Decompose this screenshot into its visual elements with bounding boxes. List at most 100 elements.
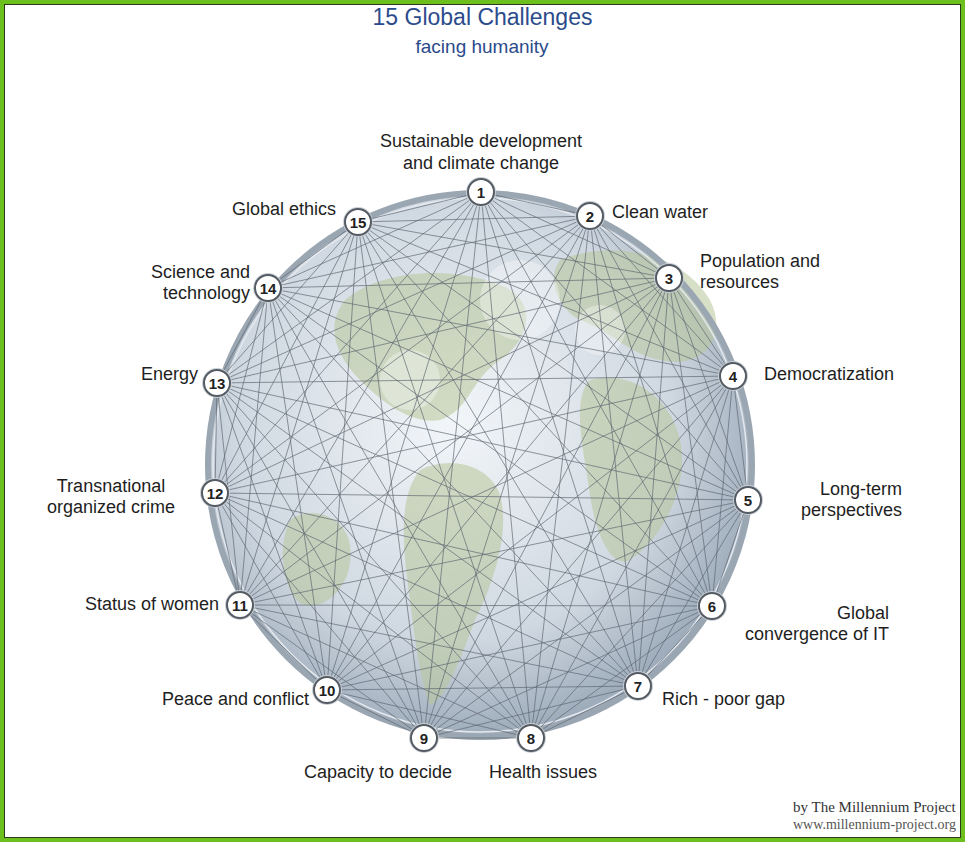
callout-number: 11 [232,598,248,613]
challenge-node: 1Sustainable development and climate cha… [467,178,495,206]
frame-inner-line [5,5,961,838]
connector-line [278,298,629,675]
connector-line [367,232,702,595]
connector-line [360,236,422,724]
connector-line [677,290,726,365]
connector-line [535,291,665,724]
challenge-node: 5Long-term perspectives [734,486,762,514]
connector-line [279,230,346,279]
challenge-node: 8Health issues [517,724,545,752]
connector-line [273,301,420,725]
callout-number: 1 [477,185,485,200]
connector-line [735,390,747,486]
connector-line [251,286,658,596]
connector-line [542,614,700,730]
challenge-label: Clean water [612,202,708,224]
connector-line [229,496,699,603]
connector-line [645,512,741,674]
connector-line [372,216,576,221]
callout-number: 7 [634,679,642,694]
challenge-node: 6Global convergence of IT [698,592,726,620]
callout-number: 8 [527,731,535,746]
connector-line [224,202,471,482]
connector-line [282,219,577,285]
globe-disc [208,193,752,737]
callout-number: 6 [708,599,716,614]
challenge-node: 11Status of women [226,591,254,619]
connector-line [230,222,577,378]
callout-number: 5 [744,493,752,508]
connector-line [241,302,267,591]
challenge-label: Sustainable development and climate chan… [369,131,594,174]
challenge-label: Democratization [764,364,894,386]
connector-line [336,289,660,679]
connector-line [228,284,657,487]
callout-number: 10 [319,683,336,698]
challenge-label: Population and resources [700,251,830,294]
callout-number: 15 [350,215,367,230]
challenge-node: 7Rich - poor gap [624,672,652,700]
connector-line [270,302,325,676]
connector-line [713,390,731,592]
callout-number: 3 [665,271,673,286]
connector-line [340,696,412,732]
callout-number: 4 [729,369,737,384]
connector-line [362,235,526,724]
connector-line [601,225,658,270]
connector-line [230,389,699,601]
connector-line [372,224,655,275]
connector-line [544,692,626,732]
connector-line [222,396,323,677]
diagram-title: 15 Global Challenges [0,4,965,32]
connector-line [254,605,698,607]
connector-line [215,397,216,479]
connector-line [372,195,468,218]
challenge-node: 3Population and resources [655,264,683,292]
connector-line [485,205,634,672]
connector-line [371,227,720,370]
connector-line [369,230,736,492]
challenge-label: Energy [141,364,198,386]
challenge-node: 14Science and technology [254,274,282,302]
connector-line [279,296,700,598]
connector-line [282,291,719,374]
connector-line [253,382,721,599]
callout-number: 13 [209,376,226,391]
callout-number: 14 [260,281,277,296]
credit-note: by The Millennium Project [793,798,956,816]
connector-line [341,686,624,690]
globe-rim-inner [213,198,747,732]
connector-line [247,204,474,593]
connector-line [594,229,708,592]
connector-line [717,513,744,592]
connector-line [482,206,529,724]
connector-line [365,234,631,674]
callout-number: 9 [420,731,428,746]
credit-url: www.millennium-project.org [793,817,956,834]
challenge-node: 2Clean water [576,202,604,230]
connector-line [228,391,626,678]
challenge-label: Science and technology [120,262,250,305]
connector-line [228,200,469,375]
challenge-label: Long-term perspectives [772,479,902,522]
challenge-label: Global convergence of IT [734,603,889,646]
subtitle: facing humanity [416,36,549,59]
connector-line [340,506,735,684]
challenge-label: Global ethics [232,199,336,221]
connector-line [490,203,739,490]
connector-line [229,379,720,490]
challenge-node: 4Democratization [719,362,747,390]
challenge-node: 9Capacity to decide [410,724,438,752]
challenge-label: Status of women [85,594,219,616]
connector-line [334,228,583,678]
connector-line [229,493,734,500]
connector-line [275,300,524,726]
challenge-label: Transnational organized crime [26,476,196,519]
connector-line [538,388,726,726]
callout-number: 12 [207,486,224,501]
connector-line [226,393,521,727]
challenge-label: Capacity to decide [304,762,452,784]
